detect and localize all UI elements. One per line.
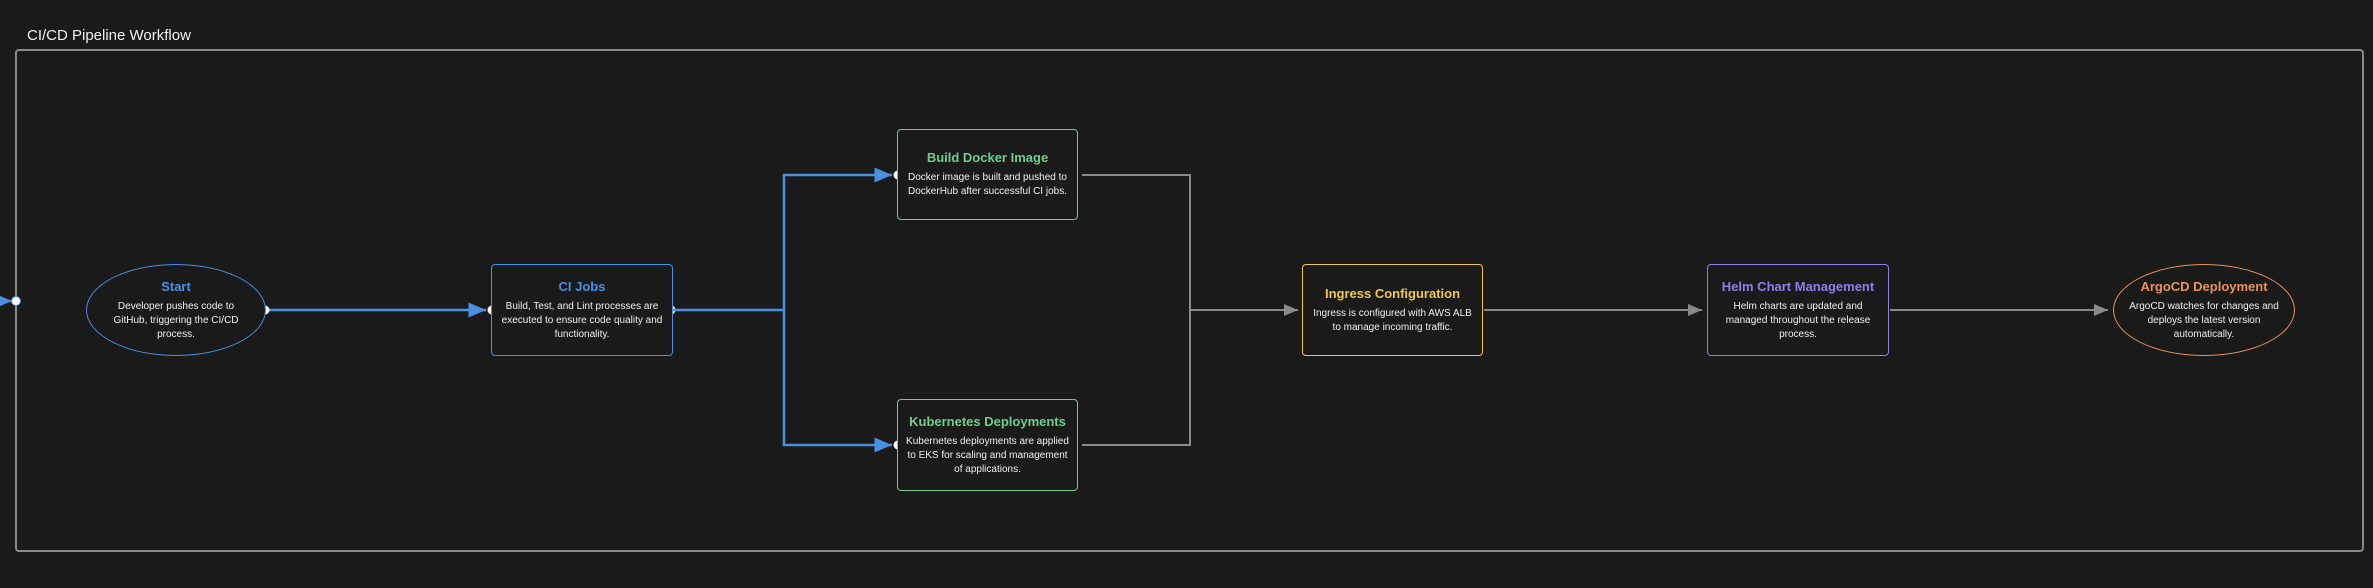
node-ingress-configuration[interactable]: Ingress Configuration Ingress is configu… xyxy=(1302,264,1483,356)
node-title: Helm Chart Management xyxy=(1721,278,1875,294)
node-description: Helm charts are updated and managed thro… xyxy=(1725,300,1871,340)
node-description: Ingress is configured with AWS ALB to ma… xyxy=(1313,307,1472,333)
edge-branches-to-ingress xyxy=(1082,174,1298,446)
node-description: Kubernetes deployments are applied to EK… xyxy=(906,435,1069,475)
node-description: Developer pushes code to GitHub, trigger… xyxy=(113,300,239,340)
edge-ci-to-branches xyxy=(666,167,903,453)
node-build-docker-image[interactable]: Build Docker Image Docker image is built… xyxy=(897,129,1078,220)
node-title: Kubernetes Deployments xyxy=(909,413,1066,429)
node-argocd-deployment[interactable]: ArgoCD Deployment ArgoCD watches for cha… xyxy=(2113,264,2295,356)
node-description: ArgoCD watches for changes and deploys t… xyxy=(2129,300,2279,340)
node-start[interactable]: Start Developer pushes code to GitHub, t… xyxy=(86,264,266,356)
entry-connector xyxy=(0,295,21,307)
node-title: CI Jobs xyxy=(558,278,606,294)
node-description: Build, Test, and Lint processes are exec… xyxy=(501,300,663,340)
node-kubernetes-deployments[interactable]: Kubernetes Deployments Kubernetes deploy… xyxy=(897,399,1078,491)
node-title: Start xyxy=(161,278,191,294)
node-title: Ingress Configuration xyxy=(1324,285,1461,301)
node-title: Build Docker Image xyxy=(926,150,1049,165)
edge-start-to-ci xyxy=(260,302,497,318)
node-title: ArgoCD Deployment xyxy=(2140,278,2268,294)
page-title: CI/CD Pipeline Workflow xyxy=(27,27,191,44)
node-description: Docker image is built and pushed to Dock… xyxy=(908,172,1067,197)
node-ci-jobs[interactable]: CI Jobs Build, Test, and Lint processes … xyxy=(491,264,673,356)
node-helm-chart-management[interactable]: Helm Chart Management Helm charts are up… xyxy=(1707,264,1889,356)
